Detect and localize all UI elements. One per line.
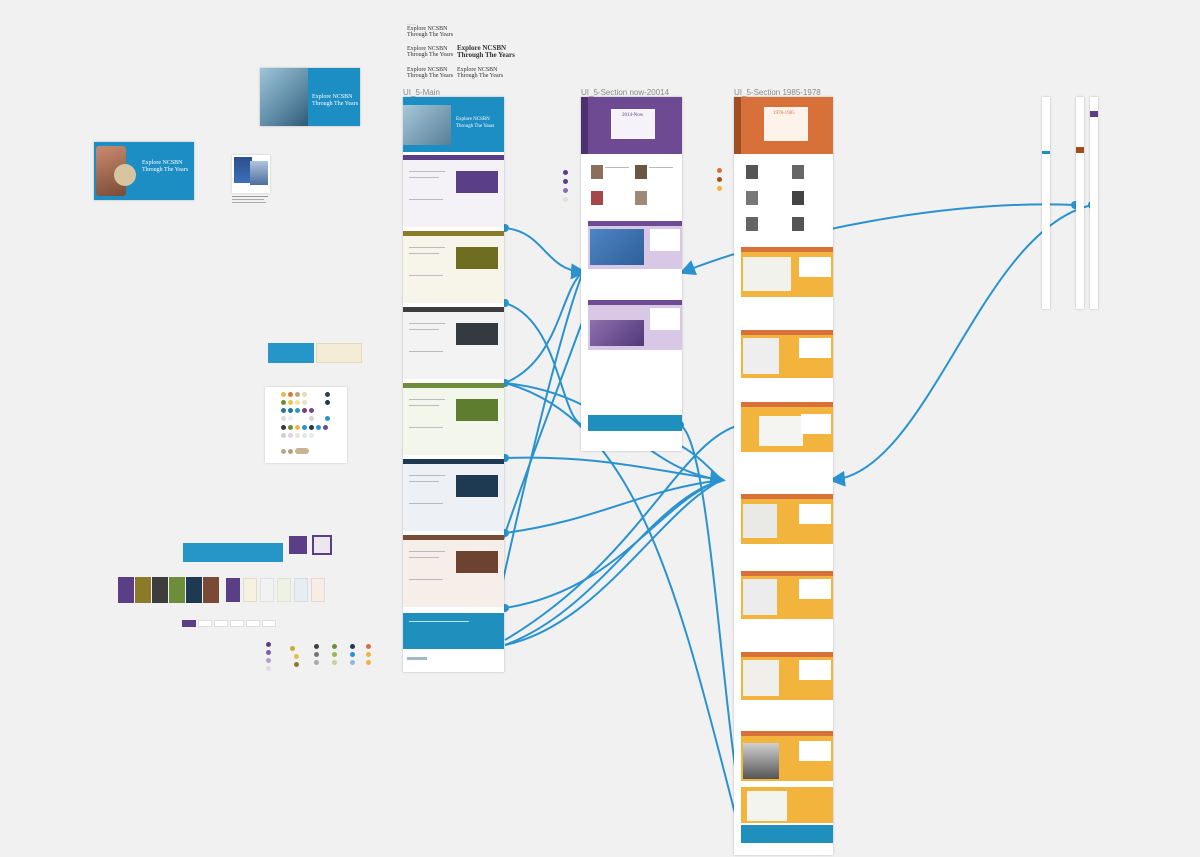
- hero-title: Through The Years: [312, 101, 359, 107]
- artboard-section-now[interactable]: 2014-Now: [581, 97, 682, 451]
- artboard-main[interactable]: Explore NCSBN Through The Years: [403, 97, 504, 672]
- specimen-text: Explore NCSBN: [407, 26, 448, 32]
- wire: [504, 424, 741, 641]
- purple-tile-sample[interactable]: [289, 536, 307, 554]
- dot-color-columns: [264, 642, 374, 674]
- secondary-button-sample[interactable]: [316, 343, 362, 363]
- era-block[interactable]: [741, 571, 833, 619]
- hero-title: Through The Years: [456, 124, 495, 129]
- section-hero-title: 1978-1985: [773, 111, 795, 116]
- nav-chip-row: [182, 620, 276, 628]
- profile-grid: [589, 163, 679, 219]
- profile-grid: [744, 163, 830, 243]
- hero-concept-card[interactable]: Explore NCSBN Through The Years: [94, 142, 194, 200]
- specimen-text: Through The Years: [407, 32, 454, 38]
- wire: [504, 479, 723, 646]
- specimen-text: Explore NCSBN: [407, 46, 448, 52]
- mobile-nav-strip[interactable]: [1042, 97, 1050, 309]
- era-tile-row-light: [226, 578, 326, 602]
- purple-tile-outline-sample[interactable]: [312, 535, 332, 555]
- wire: [504, 479, 723, 646]
- wire: [504, 271, 584, 384]
- era-section[interactable]: [403, 459, 504, 531]
- artboard-label[interactable]: UI_5-Section 1985-1978: [734, 88, 821, 97]
- section-hero-title: 2014-Now: [622, 113, 644, 118]
- specimen-text: Through The Years: [457, 51, 515, 59]
- era-block[interactable]: [741, 330, 833, 378]
- specimen-text: Through The Years: [457, 73, 504, 79]
- section-hero: 2014-Now: [581, 97, 682, 154]
- wire: [504, 227, 587, 280]
- artboard-label[interactable]: UI_5-Main: [403, 88, 440, 97]
- specimen-text: Explore NCSBN: [457, 44, 507, 52]
- timeline-footer[interactable]: [403, 613, 504, 649]
- specimen-text: Through The Years: [407, 52, 454, 58]
- wire: [504, 456, 723, 481]
- wire: [504, 479, 723, 534]
- hero-title: Explore NCSBN: [456, 117, 490, 122]
- hero-banner: Explore NCSBN Through The Years: [403, 97, 504, 152]
- specimen-text: Explore NCSBN: [407, 67, 448, 73]
- type-specimen-group: ——— Explore NCSBN Through The Years Expl…: [407, 22, 515, 79]
- timeline-footer[interactable]: [741, 825, 833, 843]
- era-block[interactable]: [741, 652, 833, 700]
- photo-thumbnail: [232, 155, 270, 193]
- wire: [504, 302, 584, 426]
- era-block[interactable]: [588, 300, 682, 350]
- specimen-text: Through The Years: [407, 73, 454, 79]
- wide-cta-sample[interactable]: [183, 543, 283, 562]
- mobile-nav-strip[interactable]: [1090, 97, 1098, 309]
- era-block[interactable]: [741, 494, 833, 544]
- era-color-dots: [717, 168, 725, 196]
- era-color-dots: [563, 170, 571, 206]
- era-block[interactable]: [741, 731, 833, 781]
- era-block[interactable]: [741, 402, 833, 452]
- specimen-text: Explore NCSBN: [457, 67, 498, 73]
- timeline-footer[interactable]: [588, 415, 682, 431]
- hero-title: Explore NCSBN: [142, 160, 183, 166]
- era-tile-row-dark: [118, 577, 219, 603]
- era-section[interactable]: [403, 307, 504, 379]
- section-hero: 1978-1985: [734, 97, 833, 154]
- wire: [829, 204, 1093, 487]
- color-palette-panel: [265, 387, 347, 463]
- era-block[interactable]: [588, 221, 682, 269]
- artboard-section-1985[interactable]: 1978-1985: [734, 97, 833, 855]
- mobile-nav-strip[interactable]: [1076, 97, 1084, 309]
- era-section[interactable]: [403, 535, 504, 607]
- hero-concept-card[interactable]: Explore NCSBN Through The Years: [260, 68, 360, 126]
- hero-title: Through The Years: [142, 167, 189, 173]
- wire: [504, 479, 723, 609]
- artboard-label[interactable]: UI_5-Section now-20014: [581, 88, 670, 97]
- era-section[interactable]: [403, 155, 504, 227]
- era-block[interactable]: [741, 247, 833, 297]
- era-section[interactable]: [403, 231, 504, 303]
- hero-title: Explore NCSBN: [312, 94, 353, 100]
- era-section[interactable]: [403, 383, 504, 455]
- era-block[interactable]: [741, 787, 833, 823]
- primary-button-sample[interactable]: [268, 343, 314, 363]
